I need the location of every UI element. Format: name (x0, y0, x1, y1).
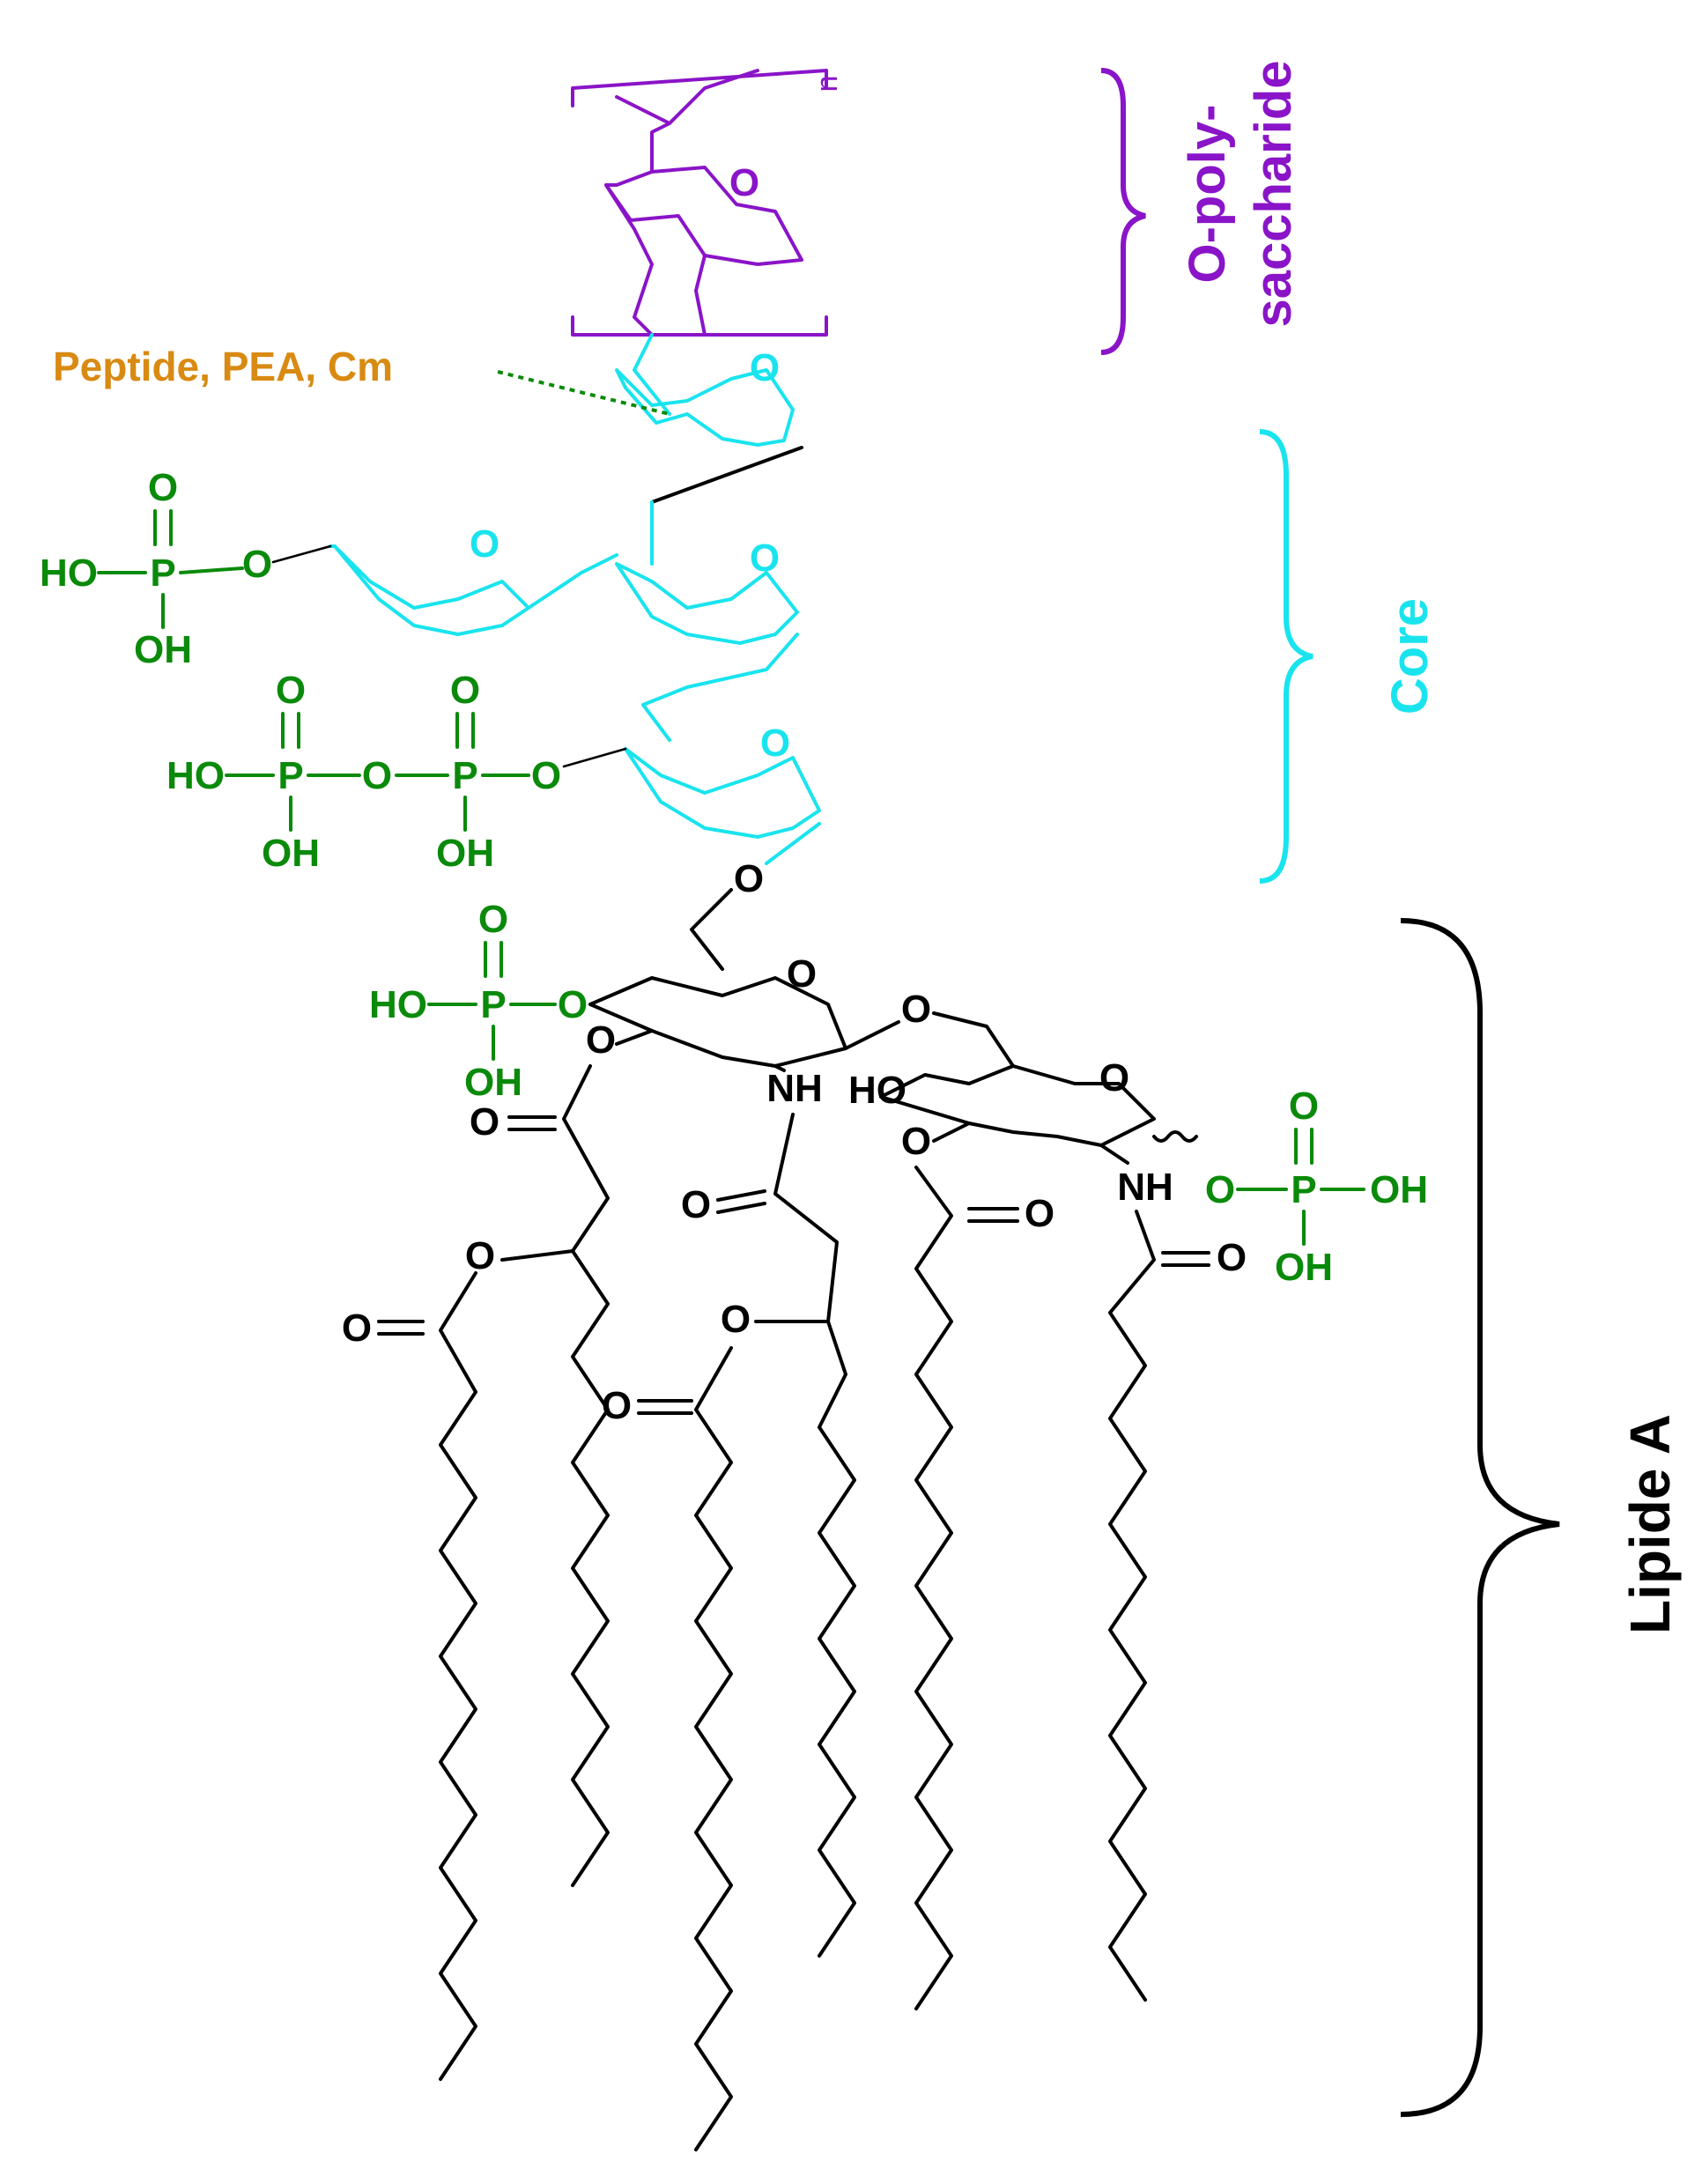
core-linker (650, 446, 803, 504)
core-sugar-3 (615, 562, 799, 645)
kdo-link-oxygen-bond (690, 888, 733, 971)
svg-text:P: P (150, 552, 175, 595)
svg-text:HO: HO (166, 754, 225, 797)
repeat-bracket-bottom (571, 315, 828, 337)
pyrophosphate-group-core: O P HO O OH O P O OH (166, 669, 561, 875)
svg-text:O: O (276, 669, 306, 712)
svg-text:HO: HO (369, 983, 427, 1026)
o-antigen-chain-3 (604, 183, 654, 337)
svg-text:OH: OH (1370, 1168, 1428, 1211)
svg-text:OH: OH (436, 832, 494, 875)
acyl-chain-2 (773, 1113, 856, 1958)
acyl-chain-3 (914, 1166, 953, 2010)
o-polysaccharide-label-1: O-poly- (1179, 105, 1236, 284)
svg-text:OH: OH (134, 628, 192, 671)
svg-text:O: O (531, 754, 561, 797)
svg-text:P: P (480, 983, 506, 1026)
core-sugar-2-to-3 (527, 553, 618, 610)
svg-text:O: O (1205, 1168, 1235, 1211)
svg-text:O: O (901, 988, 931, 1031)
o-polysaccharide-unit: O n (571, 69, 844, 337)
svg-text:O: O (478, 898, 508, 941)
acyl-chain-1-secondary (439, 1271, 477, 2081)
lipid-a-disaccharide: O O O O O NH HO O NH (586, 857, 1198, 1209)
svg-text:O: O (558, 983, 588, 1026)
anomeric-wavy-bond (1152, 1130, 1198, 1143)
o-antigen-chain-4 (694, 254, 707, 337)
o-antigen-ring (604, 166, 803, 266)
svg-text:O: O (148, 466, 178, 509)
svg-text:OH: OH (262, 832, 320, 875)
modifications-label: Peptide, PEA, Cm (53, 344, 393, 389)
phosphate-group-core-1: O P HO O OH (40, 466, 272, 671)
core-sugar-3-oxygen: O (750, 537, 780, 580)
svg-text:P: P (1291, 1168, 1316, 1211)
glcn-1-ring (879, 1064, 1156, 1147)
core-sugar-3-to-4 (641, 633, 799, 742)
core-to-lipid-link (765, 822, 821, 865)
core-sugar-2-oxygen: O (470, 522, 500, 566)
modification-dotted-line (497, 370, 670, 416)
svg-text:OH: OH (1275, 1246, 1333, 1289)
glcn-2-to-o (844, 1020, 900, 1050)
svg-text:OH: OH (464, 1061, 522, 1104)
o-antigen-chain-2 (650, 122, 671, 174)
acyl-chain-4 (1108, 1210, 1156, 2002)
svg-text:NH: NH (1117, 1166, 1173, 1209)
svg-text:O: O (734, 857, 764, 900)
lipid-a-brace: Lipide A (1400, 918, 1682, 2117)
svg-text:O: O (242, 543, 272, 586)
core-sugar-4 (624, 747, 821, 839)
core-brace: Core (1259, 429, 1439, 884)
core-sugar-2-phosphate-bond (271, 544, 332, 564)
svg-text:O: O (1099, 1056, 1129, 1099)
o-to-glcn-1 (932, 1011, 1015, 1068)
svg-text:P: P (452, 754, 477, 797)
svg-text:O: O (362, 754, 392, 797)
repeat-index-n: n (810, 76, 844, 93)
svg-text:O: O (901, 1120, 931, 1163)
svg-text:O: O (602, 1384, 632, 1427)
svg-text:HO: HO (40, 552, 98, 595)
svg-text:NH: NH (766, 1067, 823, 1110)
svg-text:O: O (1217, 1236, 1247, 1279)
svg-text:O: O (450, 669, 480, 712)
o-antigen-chain (615, 69, 759, 125)
acyl-chains: O O O O O O O O (342, 1064, 1247, 2151)
phosphate-group-lipid-a-1: O P O OH OH (1205, 1085, 1428, 1289)
core-label: Core (1381, 598, 1439, 714)
svg-text:O: O (681, 1183, 711, 1226)
glcn-2-o3-bond (615, 1029, 654, 1046)
core-sugar-1 (615, 368, 795, 447)
svg-text:O: O (342, 1307, 372, 1350)
core-sugar-4-oxygen: O (760, 722, 790, 765)
svg-text:O: O (1289, 1085, 1319, 1128)
svg-text:HO: HO (848, 1069, 906, 1112)
acyl-chain-2-secondary (694, 1346, 733, 2151)
acyl-chain-1 (562, 1064, 610, 1887)
svg-text:O: O (586, 1018, 616, 1062)
o-polysaccharide-brace: O-poly- saccharide (1100, 60, 1302, 355)
svg-text:O: O (721, 1298, 751, 1341)
svg-text:O: O (470, 1100, 500, 1144)
core-oligosaccharide: O O O O (271, 333, 821, 865)
svg-text:O: O (1025, 1192, 1054, 1235)
modification-annotation: Peptide, PEA, Cm (53, 344, 670, 416)
core-sugar-4-phosphate-bond (562, 747, 627, 768)
core-sugar-1-link (633, 333, 671, 416)
svg-text:O: O (787, 952, 817, 996)
core-sugar-1-oxygen: O (750, 346, 780, 389)
o-antigen-ring-oxygen: O (729, 161, 759, 204)
svg-text:O: O (465, 1234, 495, 1277)
phosphate-group-lipid-a-4prime: O P HO O OH (369, 898, 588, 1104)
lipid-a-label: Lipide A (1618, 1414, 1682, 1634)
o-polysaccharide-label-2: saccharide (1245, 60, 1302, 327)
repeat-bracket-top (571, 69, 828, 107)
svg-text:P: P (278, 754, 303, 797)
